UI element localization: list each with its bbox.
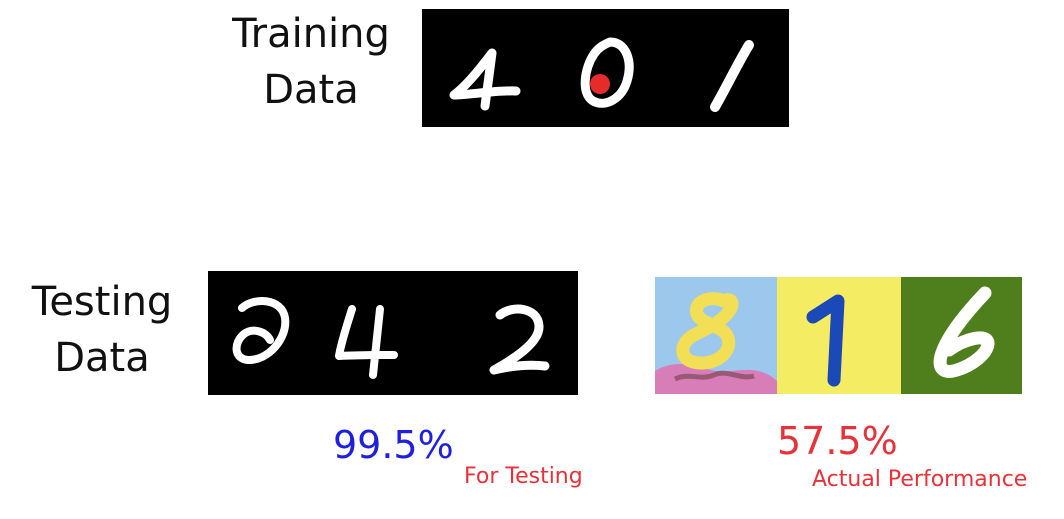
testing-label-line-2: Data <box>54 335 150 381</box>
real-world-data-strip <box>655 277 1022 394</box>
real-world-data-svg <box>655 277 1022 394</box>
flower-ground <box>655 364 777 394</box>
testing-data-strip <box>208 271 578 395</box>
testing-digit-0 <box>232 297 290 364</box>
green-tile <box>901 277 1022 394</box>
actual-accuracy: 57.5% <box>777 419 898 463</box>
training-digit-1 <box>710 40 754 112</box>
actual-performance-caption: Actual Performance <box>812 467 1028 492</box>
real-world-digit-1 <box>806 294 845 387</box>
testing-data-svg <box>208 271 578 395</box>
testing-digit-2 <box>489 304 550 375</box>
laser-dot-icon <box>590 74 610 94</box>
testing-digit-4 <box>335 305 398 379</box>
real-world-digit-6 <box>933 286 995 378</box>
testing-data-label: Testing Data <box>21 274 183 386</box>
ground-shadow <box>673 370 755 382</box>
training-digit-4 <box>449 48 521 111</box>
testing-label-line-1: Testing <box>31 279 173 325</box>
training-label-line-1: Training <box>232 11 390 57</box>
training-digit-0 <box>580 37 634 108</box>
training-data-strip <box>422 9 789 127</box>
testing-accuracy-caption: For Testing <box>464 464 583 489</box>
training-label-line-2: Data <box>263 67 359 113</box>
training-data-svg <box>422 9 789 127</box>
testing-accuracy: 99.5% <box>333 423 454 467</box>
real-world-digit-8 <box>676 292 739 370</box>
training-data-label: Training Data <box>226 6 396 118</box>
